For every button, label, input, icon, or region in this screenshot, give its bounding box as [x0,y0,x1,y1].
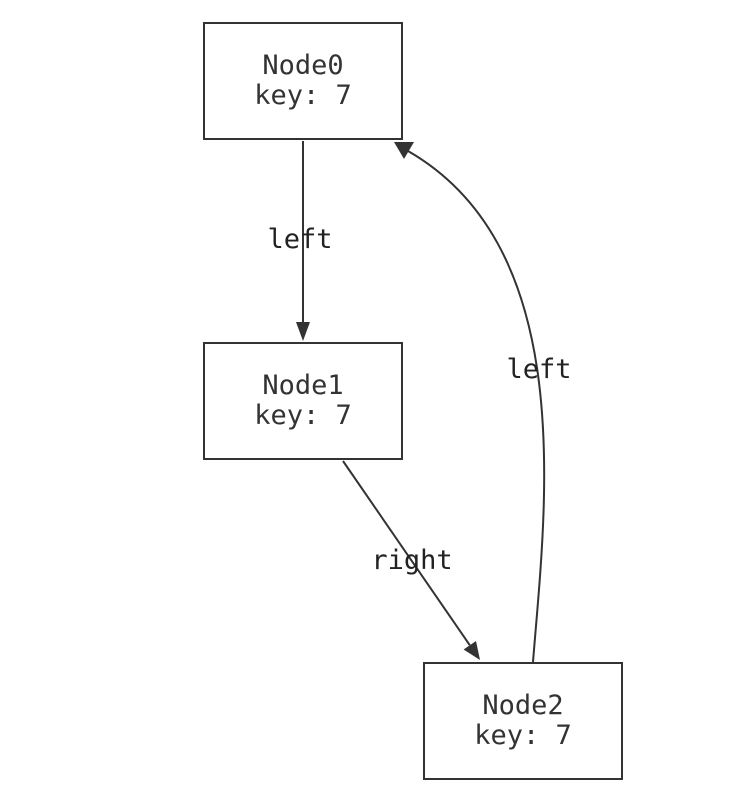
node-node1: Node1 key: 7 [203,342,403,460]
node-node2: Node2 key: 7 [423,662,623,780]
node-title: Node2 [482,690,564,721]
edge-node2-node0-line [407,150,546,663]
node-title: Node0 [262,50,344,81]
node-title: Node1 [262,370,344,401]
edge-node1-node2-line [342,460,471,646]
node-node0: Node0 key: 7 [203,22,403,140]
edge-label-node1-node2: right [371,545,453,576]
node-key: key: 7 [254,400,352,431]
node-key: key: 7 [474,720,572,751]
edge-node2-node0-arrowhead [394,142,414,159]
node-key: key: 7 [254,80,352,111]
edge-label-node2-node0: left [506,354,572,385]
edge-label-node0-node1: left [267,224,333,255]
edge-node1-node2-arrowhead [463,641,480,660]
edge-node0-node1-arrowhead [296,322,310,341]
